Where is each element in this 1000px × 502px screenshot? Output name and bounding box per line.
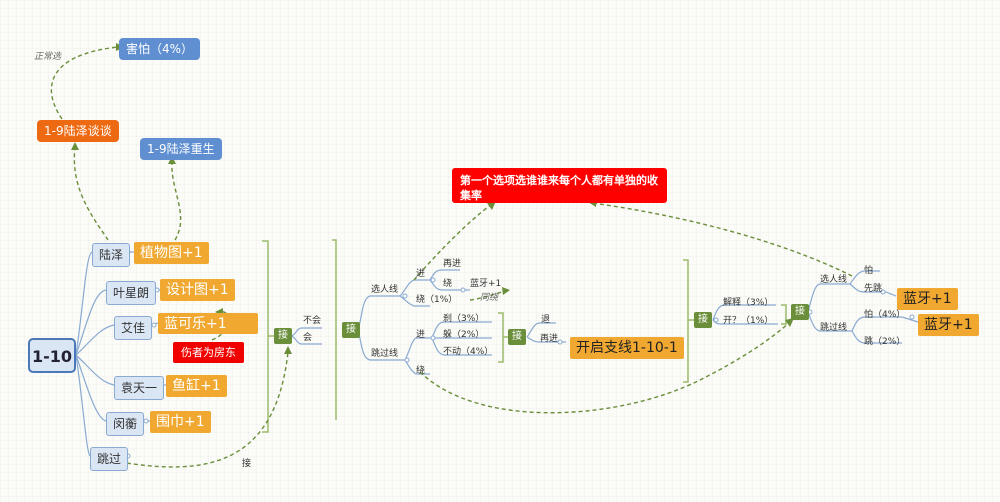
scared-node[interactable]: 害怕（4%） — [119, 38, 201, 60]
scarf-node[interactable]: 围巾+1 — [150, 411, 211, 433]
connect-label: 接 — [242, 459, 252, 469]
know-node[interactable]: 会 — [303, 333, 313, 343]
branch-open-node[interactable]: 开启支线1-10-1 — [570, 337, 684, 359]
junction-2[interactable]: 接 — [342, 322, 360, 338]
node-ye-xinglang[interactable]: 叶星朗 — [106, 281, 157, 305]
fear-node[interactable]: 怕 — [864, 266, 874, 276]
bluetooth-big-1-node[interactable]: 蓝牙+1 — [897, 288, 958, 310]
node-luze[interactable]: 陆泽 — [92, 243, 131, 267]
choose-line-node[interactable]: 选人线 — [371, 285, 399, 295]
node-ai-jia[interactable]: 艾佳 — [114, 316, 153, 340]
luze-talk-node[interactable]: 1-9陆泽谈谈 — [37, 120, 119, 142]
node-skip[interactable]: 跳过 — [90, 447, 129, 471]
blue-cola-node[interactable]: 蓝可乐+1 — [158, 313, 258, 334]
plant-pic-node[interactable]: 植物图+1 — [134, 242, 209, 264]
enter-1-node[interactable]: 进 — [416, 269, 426, 279]
bluetooth-small-node[interactable]: 蓝牙+1 — [470, 279, 502, 289]
choose-line-2-node[interactable]: 选人线 — [820, 275, 848, 285]
jump-first-node[interactable]: 先跳 — [864, 284, 883, 294]
detour-pct-node[interactable]: 绕（1%） — [416, 295, 458, 305]
enter-again-node[interactable]: 再进 — [443, 259, 462, 269]
luze-rebirth-node[interactable]: 1-9陆泽重生 — [140, 138, 222, 160]
junction-3[interactable]: 接 — [508, 329, 526, 345]
collection-note[interactable]: 第一个选项选谁谁来每个人都有单独的收集率 — [452, 168, 667, 203]
junction-1[interactable]: 接 — [274, 328, 292, 344]
node-yuan-tianyi[interactable]: 袁天一 — [114, 376, 165, 400]
not-know-node[interactable]: 不会 — [303, 316, 322, 326]
detour-2-node[interactable]: 绕 — [416, 366, 426, 376]
hurt-landlord-note[interactable]: 伤者为房东 — [173, 342, 244, 363]
same-as-above-label: 同绕 — [480, 293, 499, 303]
root-node[interactable]: 1-10 — [28, 338, 76, 373]
skip-line-2-node[interactable]: 跳过线 — [820, 323, 848, 333]
jump-pct-node[interactable]: 跳（2%） — [864, 337, 906, 347]
node-min-heng[interactable]: 闵蘅 — [106, 412, 145, 436]
bluetooth-big-2-node[interactable]: 蓝牙+1 — [918, 314, 979, 336]
normal-choice-label: 正常选 — [34, 52, 62, 62]
enter-again-2-node[interactable]: 再进 — [540, 334, 559, 344]
junction-4[interactable]: 接 — [694, 312, 712, 328]
junction-5[interactable]: 接 — [791, 304, 809, 320]
still-pct-node[interactable]: 不动（4%） — [443, 347, 494, 357]
detour-1-node[interactable]: 绕 — [443, 279, 453, 289]
open-pct-node[interactable]: 开？（1%） — [723, 316, 774, 326]
design-pic-node[interactable]: 设计图+1 — [160, 279, 235, 301]
fish-bait-node[interactable]: 鱼缸+1 — [166, 375, 227, 397]
explain-pct-node[interactable]: 解释（3%） — [723, 298, 774, 308]
enter-2-node[interactable]: 进 — [416, 330, 426, 340]
stop-pct-node[interactable]: 刹（3%） — [443, 314, 485, 324]
fear-pct-node[interactable]: 怕（4%） — [864, 310, 906, 320]
retreat-node[interactable]: 退 — [541, 315, 551, 325]
hide-pct-node[interactable]: 躲（2%） — [443, 330, 485, 340]
skip-line-node[interactable]: 跳过线 — [371, 349, 399, 359]
